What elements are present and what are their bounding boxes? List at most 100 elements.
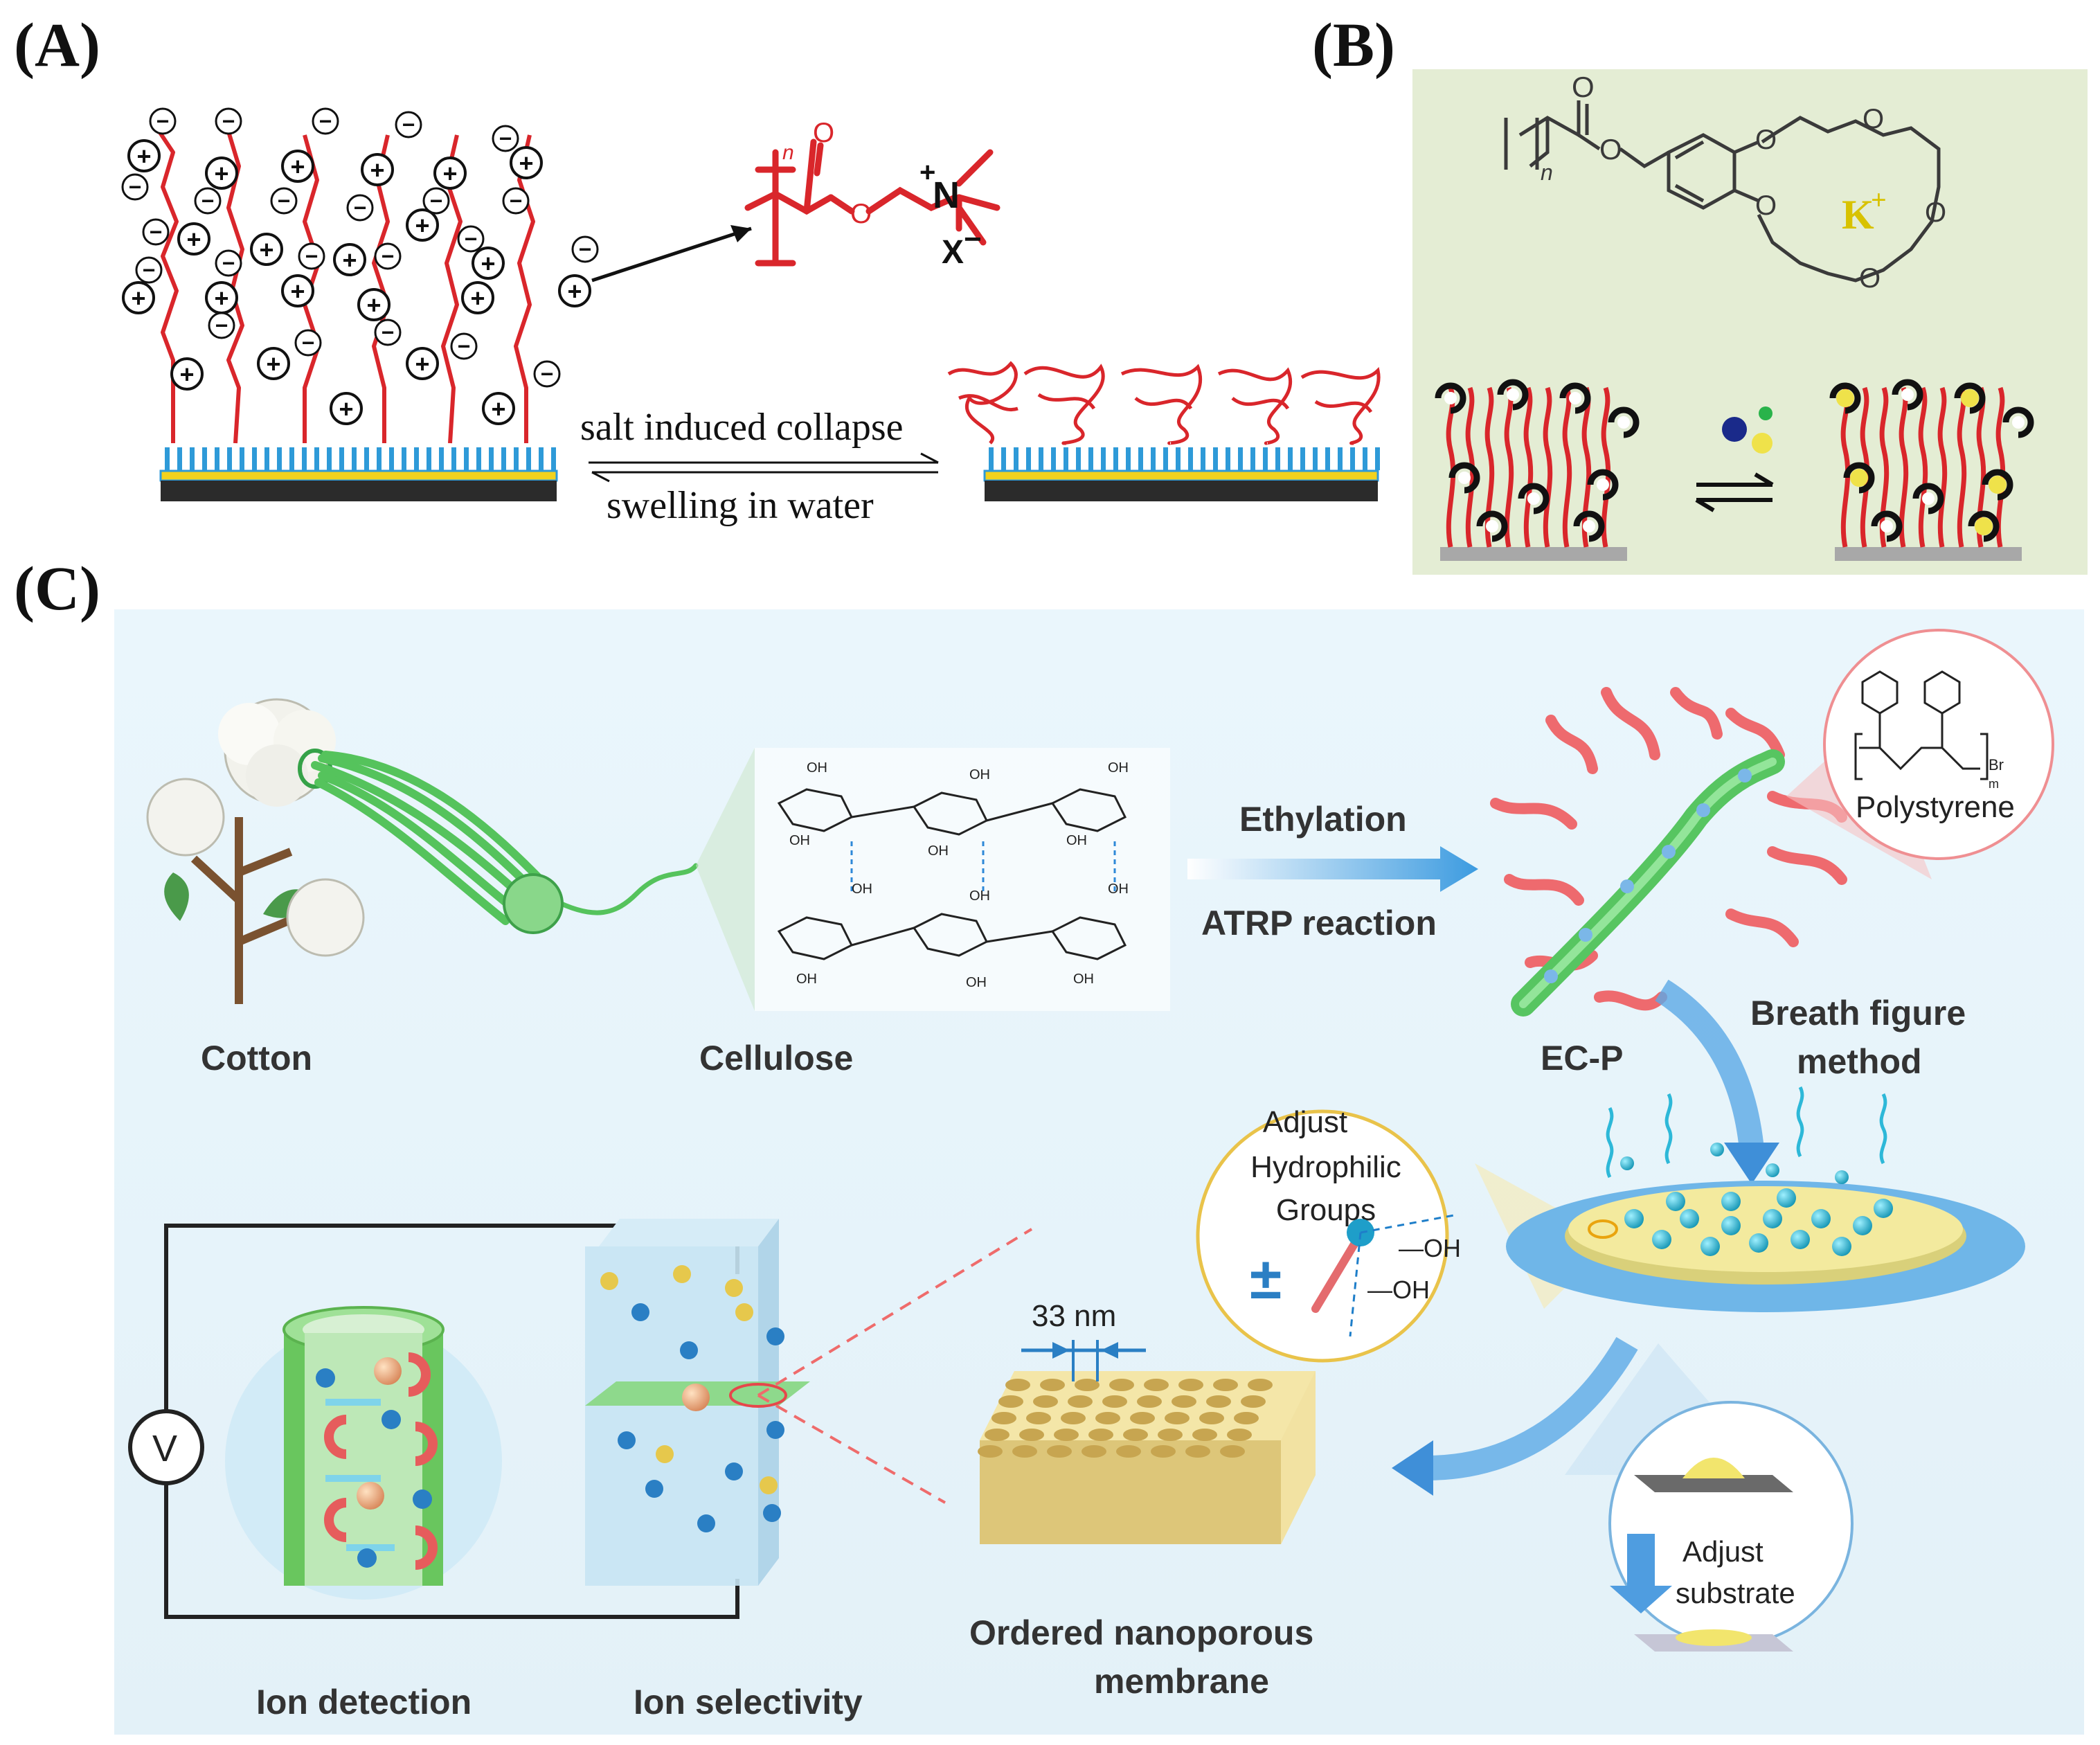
zoom-lines — [757, 1228, 1033, 1504]
oh-label-3: OH — [1108, 760, 1129, 776]
crown-brush-left — [1435, 379, 1640, 561]
anion-sign: − — [510, 188, 523, 213]
pore — [1234, 1412, 1259, 1424]
anion-sign: − — [215, 313, 228, 338]
crown-ether-receptor — [1448, 462, 1480, 494]
water-droplet — [1666, 1192, 1685, 1211]
brush-bristle — [327, 447, 332, 470]
ion-yellow — [1752, 433, 1773, 454]
anion-circle — [346, 194, 374, 222]
empty-cavity — [1922, 492, 1935, 505]
polymer-chain — [1562, 386, 1572, 548]
brush-bristle — [314, 447, 319, 470]
brush-bristle — [501, 447, 506, 470]
cation — [645, 1480, 663, 1498]
cation — [766, 1421, 784, 1439]
pore-size-label: 33 nm — [1032, 1299, 1116, 1333]
anion-sign: − — [156, 109, 170, 134]
crown-ether-receptor — [1968, 510, 2000, 542]
anion-circle — [149, 107, 177, 135]
pore — [1012, 1445, 1037, 1458]
empty-cavity — [2012, 416, 2025, 429]
pore — [1220, 1445, 1245, 1458]
pore — [1151, 1445, 1176, 1458]
anion-sign: − — [305, 244, 318, 269]
pore — [1054, 1429, 1079, 1441]
pore — [978, 1445, 1003, 1458]
pore — [998, 1395, 1023, 1408]
brush-bristle — [364, 447, 369, 470]
cation-sign: + — [491, 395, 505, 423]
cation — [725, 1462, 743, 1480]
cation-sign: + — [266, 350, 280, 378]
cation-sign: + — [339, 395, 353, 423]
chem-a-n-sub: n — [782, 141, 794, 164]
water-droplet — [1766, 1163, 1779, 1177]
chem-b-n-sub: n — [1541, 160, 1553, 185]
oh-label-2: OH — [969, 767, 990, 782]
anion-sign: − — [499, 126, 512, 151]
substrate-label-2: substrate — [1676, 1577, 1795, 1609]
empty-cavity — [1881, 520, 1893, 533]
cation-circle — [433, 156, 467, 190]
anion-sign: − — [382, 320, 395, 345]
brush-bristle — [1051, 447, 1056, 470]
equilibrium-arrow — [1695, 472, 1774, 512]
crown-ether-receptor — [1608, 406, 1640, 438]
anion-sign: − — [302, 330, 315, 355]
pore — [1241, 1395, 1266, 1408]
cation-sign: + — [470, 284, 485, 312]
panel-b-label: (B) — [1312, 11, 1395, 80]
arrow-label-collapse: salt induced collapse — [580, 406, 904, 449]
brush-bristle — [1113, 447, 1118, 470]
water-droplet — [1710, 1143, 1724, 1156]
cation-sign: + — [214, 159, 228, 188]
panel-a-label: (A) — [14, 11, 100, 80]
cation-sign: + — [131, 284, 145, 312]
cation-circle — [127, 139, 161, 172]
pore — [1068, 1395, 1093, 1408]
pore — [1185, 1445, 1210, 1458]
cotton-plant-illustration — [146, 698, 365, 1004]
brush-bristle — [402, 447, 406, 470]
panel-a: (A) ++++++++++++++++++++++−−−−−−−−−−−−−−… — [14, 11, 1381, 527]
ethylation-label: Ethylation — [1239, 800, 1407, 839]
cation-sign: + — [442, 159, 457, 188]
crown-ether-structure — [1504, 100, 1941, 283]
empty-cavity — [1486, 520, 1498, 533]
crown-ether-receptor — [1871, 510, 1903, 542]
brush-bristle — [1039, 447, 1043, 470]
crown-ether-receptor — [1954, 382, 1986, 414]
polystyrene-inset: Br m Polystyrene — [1786, 629, 2054, 879]
brush-bristle — [1363, 447, 1367, 470]
cation-sign: + — [259, 235, 273, 264]
brush-bristle — [1338, 447, 1343, 470]
anion-circle — [457, 225, 485, 253]
anion-circle — [215, 249, 242, 277]
cotton-label: Cotton — [201, 1039, 312, 1077]
pointer-arrow — [591, 226, 752, 283]
brush-bristle — [414, 447, 419, 470]
nanoporous-membrane — [978, 1371, 1316, 1544]
empty-cavity — [1597, 478, 1609, 491]
anion-circle — [208, 312, 235, 339]
voltmeter-label: V — [152, 1428, 177, 1469]
cation — [680, 1341, 698, 1359]
brush-bristle — [451, 447, 456, 470]
oh-group-2: —OH — [1367, 1276, 1430, 1304]
brush-bristle — [427, 447, 431, 470]
cation-sign: + — [186, 225, 201, 253]
cation-circle — [357, 288, 391, 321]
panel-b: (B) O O O O O O O n K + — [1312, 11, 2088, 575]
anion-circle — [374, 242, 402, 270]
brush-bristle — [989, 447, 994, 470]
bound-potassium — [1989, 476, 2007, 494]
anion-sign: − — [382, 244, 395, 269]
pore — [1095, 1412, 1120, 1424]
crown-ether-receptor — [1829, 382, 1861, 414]
brush-bristle — [1026, 447, 1031, 470]
anion-circle — [395, 111, 422, 138]
brush-bristle — [277, 447, 282, 470]
cation — [766, 1327, 784, 1345]
